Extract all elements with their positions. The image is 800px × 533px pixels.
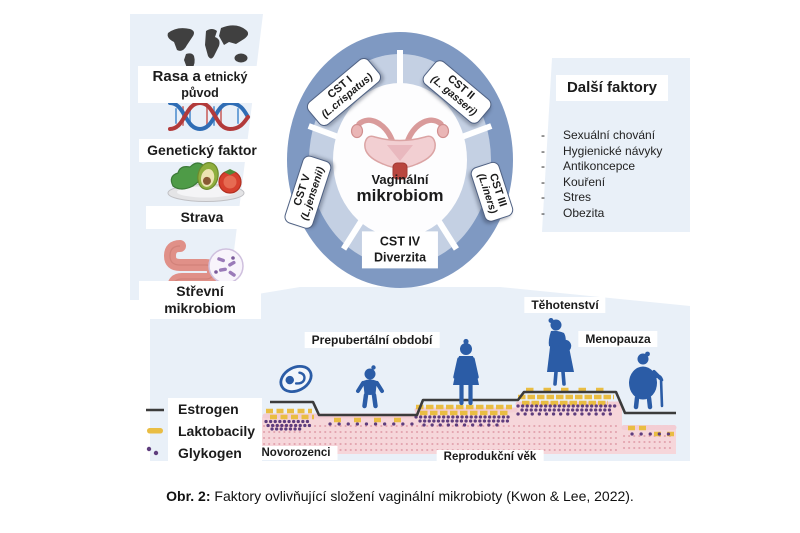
lactobacilli-pills xyxy=(266,387,674,437)
race-ethnicity-label: Rasa a etnický původ xyxy=(138,66,262,103)
stage-reproductive-label: Reprodukční věk xyxy=(436,450,544,464)
legend-box: Estrogen Laktobacily Glykogen xyxy=(168,398,262,466)
food-plate-icon xyxy=(167,162,245,202)
legend-estrogen: Estrogen xyxy=(178,401,239,417)
stage-newborn-label: Novorozenci xyxy=(254,446,338,460)
toddler-icon xyxy=(356,365,384,409)
list-item: -Hygienické návyky xyxy=(541,143,663,158)
lactobacilli-pill-marker xyxy=(147,428,163,434)
legend-glycogen: Glykogen xyxy=(178,445,242,461)
stage-prepubertal-label: Prepubertální období xyxy=(304,332,440,348)
genetic-factor-label: Genetický faktor xyxy=(139,139,265,162)
diet-label: Strava xyxy=(146,206,258,229)
list-item: -Kouření xyxy=(541,174,606,189)
legend-markers xyxy=(146,408,164,456)
adult-woman-icon xyxy=(453,338,479,406)
dna-icon xyxy=(168,100,250,132)
race-label-strong: Rasa a xyxy=(152,68,201,85)
elderly-woman-icon xyxy=(629,351,664,410)
caption-text: Faktory ovlivňující složení vaginální mi… xyxy=(214,488,634,504)
list-item: -Sexuální chování xyxy=(541,128,656,142)
world-map-icon xyxy=(167,25,249,71)
gut-microbiome-label: Střevní mikrobiom xyxy=(139,281,261,319)
embryo-icon xyxy=(279,364,313,394)
stage-pregnancy-label: Těhotenství xyxy=(524,297,606,313)
pregnant-woman-icon xyxy=(547,318,574,386)
ring-center-title-line1: Vaginální xyxy=(371,172,429,187)
cst4-label: CST IV Diverzita xyxy=(361,231,439,269)
glycogen-dots xyxy=(264,404,676,436)
uterus-icon xyxy=(350,117,450,180)
stage-menopause-label: Menopauza xyxy=(578,331,658,347)
other-factors-title: Další faktory xyxy=(556,75,668,101)
caption-number: Obr. 2: xyxy=(166,488,211,504)
glycogen-dot-marker xyxy=(146,446,152,452)
legend-lactobacilli: Laktobacily xyxy=(178,423,256,439)
list-item: -Obezita xyxy=(541,205,605,220)
list-item: -Stres xyxy=(541,190,592,204)
list-item: -Antikoncepce xyxy=(541,159,636,173)
figure-caption: Obr. 2: Faktory ovlivňující složení vagi… xyxy=(0,488,800,504)
ring-center-title-line2: mikrobiom xyxy=(356,186,444,205)
other-factors-list: -Sexuální chování -Hygienické návyky -An… xyxy=(541,128,686,221)
